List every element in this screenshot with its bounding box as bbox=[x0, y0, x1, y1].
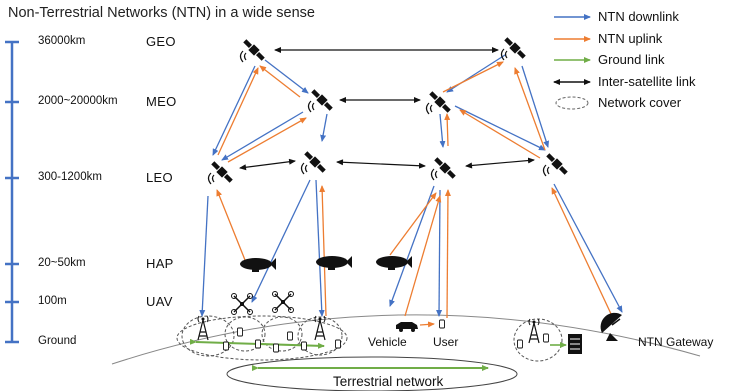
altitude-label-meo: 2000~20000km bbox=[38, 95, 118, 107]
legend-inter-satellite-link: Inter-satellite link bbox=[598, 74, 696, 89]
layer-label-uav: UAV bbox=[146, 294, 173, 309]
device-icon bbox=[223, 341, 229, 351]
hap-airship-icon bbox=[376, 256, 412, 270]
uplinks bbox=[216, 61, 613, 319]
hap-platforms bbox=[240, 256, 412, 272]
device-icon bbox=[335, 339, 341, 349]
vehicle-icon bbox=[396, 322, 418, 332]
leo-satellite-icon bbox=[542, 152, 569, 177]
terrestrial-network-label: Terrestrial network bbox=[333, 374, 444, 389]
legend-ground-link: Ground link bbox=[598, 52, 665, 67]
base-station-icon bbox=[197, 315, 209, 341]
device-icon bbox=[543, 333, 549, 343]
hap-airship-icon bbox=[316, 256, 352, 270]
user-label: User bbox=[433, 335, 459, 349]
layer-label-hap: HAP bbox=[146, 256, 174, 271]
geo-satellite-icon bbox=[239, 38, 266, 63]
device-icon bbox=[287, 331, 293, 341]
legend-downlink: NTN downlink bbox=[598, 9, 679, 24]
meo-satellite-icon bbox=[307, 88, 334, 113]
gateway-dish-icon bbox=[600, 312, 622, 341]
device-icon bbox=[517, 339, 523, 349]
layer-label-meo: MEO bbox=[146, 94, 177, 109]
geo-satellite-icon bbox=[500, 36, 527, 61]
uav-drone-icon bbox=[230, 292, 254, 316]
vehicle-label: Vehicle bbox=[368, 335, 407, 349]
leo-satellite-icon bbox=[430, 156, 457, 181]
device-icon bbox=[237, 327, 243, 337]
altitude-label-geo: 36000km bbox=[38, 35, 86, 47]
legend-uplink: NTN uplink bbox=[598, 31, 663, 46]
gateway-label: NTN Gateway bbox=[638, 335, 714, 349]
terrestrial-network-ellipse bbox=[226, 356, 518, 391]
server-icon bbox=[568, 334, 582, 354]
device-icon bbox=[255, 339, 261, 349]
device-icon bbox=[301, 341, 307, 351]
leo-satellite-icon bbox=[300, 150, 327, 175]
meo-satellite-icon bbox=[425, 90, 452, 115]
device-icon bbox=[273, 343, 279, 353]
layer-label-leo: LEO bbox=[146, 170, 173, 185]
layer-label-geo: GEO bbox=[146, 34, 176, 49]
uav-drone-icon bbox=[271, 290, 295, 314]
user-device-icon bbox=[439, 319, 445, 329]
altitude-label-leo: 300-1200km bbox=[38, 171, 102, 183]
altitude-label-uav: 100m bbox=[38, 295, 67, 307]
hap-airship-icon bbox=[240, 258, 276, 272]
leo-satellite-icon bbox=[207, 160, 234, 185]
altitude-label-ground: Ground bbox=[38, 335, 77, 347]
legend-symbols bbox=[553, 14, 591, 110]
network-cover-group bbox=[176, 315, 563, 362]
altitude-scale bbox=[5, 40, 19, 344]
ground-equipment bbox=[197, 312, 622, 354]
downlinks bbox=[199, 54, 623, 317]
diagram-title: Non-Terrestrial Networks (NTN) in a wide… bbox=[8, 5, 315, 21]
inter-satellite-links bbox=[239, 47, 535, 171]
uav-drones bbox=[230, 290, 295, 316]
legend-network-cover: Network cover bbox=[598, 95, 682, 110]
altitude-label-hap: 20~50km bbox=[38, 257, 86, 269]
